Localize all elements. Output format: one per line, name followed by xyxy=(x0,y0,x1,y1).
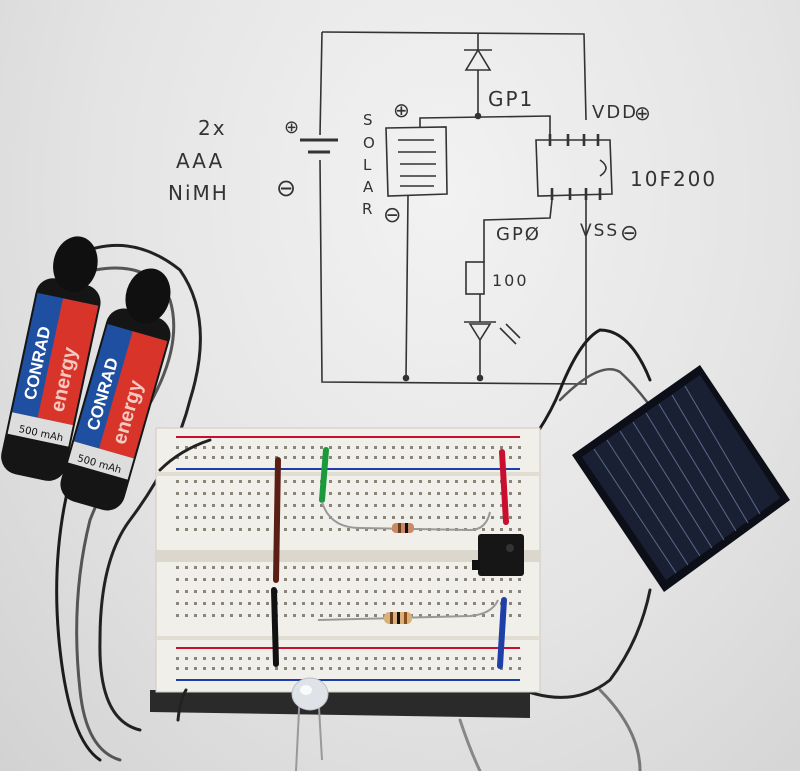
battery-type-label: AAA xyxy=(176,149,224,173)
gp0-label: GPØ xyxy=(496,224,541,245)
led xyxy=(291,677,329,771)
solar-letter-r: R xyxy=(362,200,374,218)
gp1-label: GP1 xyxy=(488,87,534,111)
breadboard xyxy=(150,427,541,718)
battery-minus-symbol: ⊖ xyxy=(276,174,298,202)
resistor-value-label: 100 xyxy=(492,271,529,290)
battery-plus-symbol: ⊕ xyxy=(284,117,301,138)
vss-label: VSS xyxy=(580,221,619,241)
solar-letter-a: A xyxy=(363,178,375,196)
vdd-plus-symbol: ⊕ xyxy=(634,101,653,125)
sketch-labels: 2x AAA NiMH ⊕ ⊖ ⊕ S O L A R ⊖ GP1 VDD ⊕ … xyxy=(168,87,717,290)
schematic-sketch xyxy=(300,31,613,385)
battery-chem-label: NiMH xyxy=(168,181,229,205)
vdd-label: VDD xyxy=(592,102,638,123)
solar-letter-o: O xyxy=(363,134,377,152)
jumper-wires xyxy=(158,438,509,722)
vss-minus-symbol: ⊖ xyxy=(620,221,640,246)
solar-minus-symbol: ⊖ xyxy=(383,203,403,228)
resistor-top xyxy=(321,501,491,533)
chip-label: 10F200 xyxy=(630,167,717,191)
battery-count-label: 2x xyxy=(198,116,227,140)
battery-left: CONRAD energy 500 mAh xyxy=(1,236,101,481)
solar-panel xyxy=(572,365,790,592)
solar-plus-symbol: ⊕ xyxy=(393,98,412,122)
battery-right: CONRAD energy 500 mAh xyxy=(60,268,171,511)
resistor-bottom xyxy=(317,599,499,624)
solar-letter-s: S xyxy=(363,111,375,129)
pic-chip xyxy=(472,534,524,576)
solar-letter-l: L xyxy=(363,156,373,174)
